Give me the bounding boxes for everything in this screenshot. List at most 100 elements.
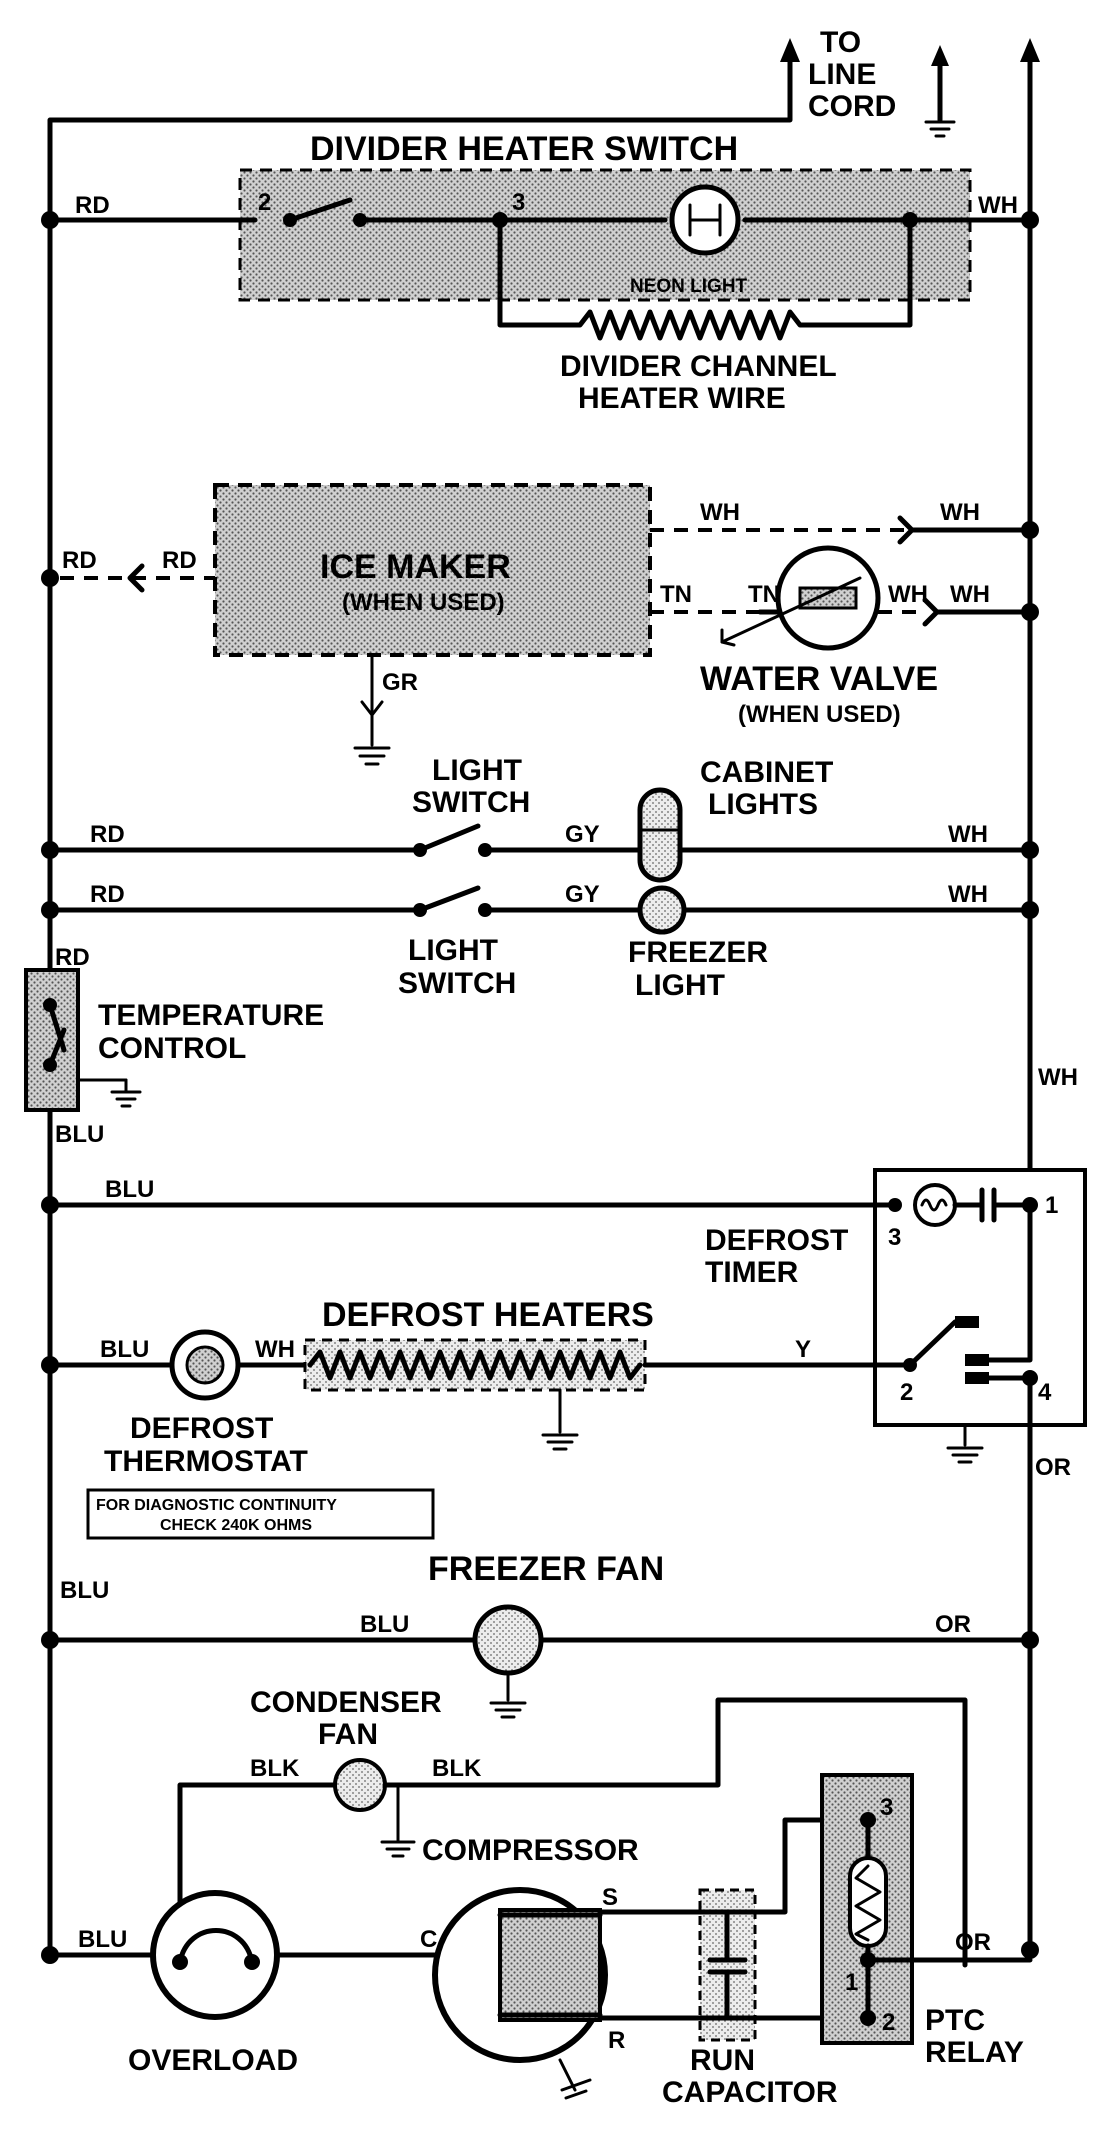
divider-wire-rd: RD xyxy=(75,192,110,219)
ice-maker-wire-rd-inner: RD xyxy=(162,547,197,574)
run-capacitor-label-1: RUN xyxy=(690,2044,755,2077)
line-cord-arrows xyxy=(780,38,1040,138)
freezer-light-label-1: FREEZER xyxy=(628,936,768,969)
freezer-light xyxy=(637,885,687,935)
ptc-relay-label-2: RELAY xyxy=(925,2036,1024,2069)
condenser-fan-label-2: FAN xyxy=(318,1718,378,1751)
diagnostic-note-1: FOR DIAGNOSTIC CONTINUITY xyxy=(96,1497,337,1514)
diagnostic-note-2: CHECK 240K OHMS xyxy=(160,1517,312,1534)
ptc-relay-terminal-1: 1 xyxy=(845,1969,858,1996)
freezer-light-label-2: LIGHT xyxy=(635,969,725,1002)
freezer-switch-label-1: LIGHT xyxy=(408,934,498,967)
to-line-cord-label-1: TO xyxy=(820,26,861,59)
diagnostic-note-box xyxy=(86,1488,435,1540)
temperature-control-label-1: TEMPERATURE xyxy=(98,999,324,1032)
ptc-relay xyxy=(820,1773,1033,2045)
cabinet-wire-gy: GY xyxy=(565,821,600,848)
water-valve-label: WATER VALVE xyxy=(700,660,938,698)
ice-maker-note: (WHEN USED) xyxy=(342,589,505,616)
divider-channel-heater-wire xyxy=(497,217,913,341)
defrost-heaters-branch xyxy=(47,1329,908,1451)
cabinet-lights xyxy=(637,787,683,883)
defrost-heaters-wire-blu: BLU xyxy=(100,1336,149,1363)
cabinet-switch-label-1: LIGHT xyxy=(432,754,522,787)
ice-maker-wire-gr: GR xyxy=(382,669,418,696)
overload-label: OVERLOAD xyxy=(128,2044,298,2077)
defrost-timer-terminal-2: 2 xyxy=(900,1379,913,1406)
defrost-timer-terminal-4: 4 xyxy=(1038,1379,1052,1406)
freezer-light-branch xyxy=(47,885,1033,935)
heater-wire-label-1: DIVIDER CHANNEL xyxy=(560,350,837,383)
defrost-thermostat-label-2: THERMOSTAT xyxy=(104,1445,308,1478)
water-valve-wire-wh-inner: WH xyxy=(888,581,928,608)
temperature-control-wire-rd: RD xyxy=(55,944,90,971)
defrost-timer-label-1: DEFROST xyxy=(705,1224,848,1257)
compressor-terminal-c: C xyxy=(420,1926,437,1953)
defrost-heaters-wire-wh: WH xyxy=(255,1336,295,1363)
run-capacitor-label-2: CAPACITOR xyxy=(662,2076,838,2109)
compressor-terminal-s: S xyxy=(602,1884,618,1911)
temperature-control-label-2: CONTROL xyxy=(98,1032,246,1065)
freezer-wire-rd: RD xyxy=(90,881,125,908)
freezer-fan-rail-wire-blu: BLU xyxy=(60,1577,109,1604)
water-valve xyxy=(720,545,1033,651)
cabinet-lights-branch xyxy=(47,787,1033,883)
divider-terminal-2: 2 xyxy=(258,189,271,216)
defrost-timer-terminal-3: 3 xyxy=(888,1224,901,1251)
cabinet-lights-label-1: CABINET xyxy=(700,756,833,789)
condenser-fan-wire-blk-left: BLK xyxy=(250,1755,300,1782)
condenser-fan-label-1: CONDENSER xyxy=(250,1686,442,1719)
freezer-wire-wh: WH xyxy=(948,881,988,908)
condenser-fan-branch xyxy=(177,1697,968,1968)
temperature-control-wire-blu: BLU xyxy=(55,1121,104,1148)
compressor-label: COMPRESSOR xyxy=(422,1834,639,1867)
compressor-terminal-r: R xyxy=(608,2027,625,2054)
divider-wire-wh: WH xyxy=(978,192,1018,219)
defrost-heaters-label: DEFROST HEATERS xyxy=(322,1296,654,1334)
to-line-cord-label-2: LINE xyxy=(808,58,876,91)
defrost-heater-element xyxy=(307,1349,643,1381)
cabinet-lights-label-2: LIGHTS xyxy=(708,788,818,821)
water-valve-note: (WHEN USED) xyxy=(738,701,901,728)
ice-maker-wire-tn: TN xyxy=(660,581,692,608)
cabinet-switch-label-2: SWITCH xyxy=(412,786,530,819)
freezer-fan-wire-or: OR xyxy=(935,1611,971,1638)
cabinet-wire-rd: RD xyxy=(90,821,125,848)
water-valve-wire-tn: TN xyxy=(748,581,780,608)
compressor xyxy=(432,1887,703,2100)
water-valve-wire-wh-right: WH xyxy=(950,581,990,608)
ptc-relay-terminal-2: 2 xyxy=(882,2009,895,2036)
freezer-wire-gy: GY xyxy=(565,881,600,908)
freezer-fan-label: FREEZER FAN xyxy=(428,1550,664,1588)
freezer-fan xyxy=(472,1604,544,1676)
defrost-timer-wire-or: OR xyxy=(1035,1454,1071,1481)
ice-maker-label: ICE MAKER xyxy=(320,548,511,586)
to-line-cord-label-3: CORD xyxy=(808,90,896,123)
defrost-timer xyxy=(47,1168,1087,1953)
freezer-fan-wire-blu: BLU xyxy=(360,1611,409,1638)
freezer-fan-branch xyxy=(47,1604,1033,1719)
heater-wire-label-2: HEATER WIRE xyxy=(578,382,786,415)
right-rail-wire-wh: WH xyxy=(1038,1064,1078,1091)
ptc-relay-terminal-3: 3 xyxy=(880,1794,893,1821)
ptc-relay-label-1: PTC xyxy=(925,2004,985,2037)
defrost-timer-wire-y: Y xyxy=(795,1336,811,1363)
overload-wire-blu: BLU xyxy=(78,1926,127,1953)
condenser-fan xyxy=(333,1758,387,1812)
defrost-thermostat-label-1: DEFROST xyxy=(130,1412,273,1445)
ptc-relay-wire-or: OR xyxy=(955,1929,991,1956)
divider-switch-label: DIVIDER HEATER SWITCH xyxy=(310,130,738,168)
ice-maker xyxy=(60,483,1033,766)
defrost-timer-wire-blu: BLU xyxy=(105,1176,154,1203)
divider-heater-switch xyxy=(47,168,1033,341)
defrost-timer-label-2: TIMER xyxy=(705,1256,799,1289)
ice-maker-wire-rd-left: RD xyxy=(62,547,97,574)
ice-maker-wire-wh-right: WH xyxy=(940,499,980,526)
defrost-timer-terminal-1: 1 xyxy=(1045,1192,1058,1219)
divider-terminal-3: 3 xyxy=(512,189,525,216)
temperature-control xyxy=(24,968,142,1112)
ice-maker-wire-wh-inner: WH xyxy=(700,499,740,526)
overload xyxy=(47,1890,453,2020)
cabinet-wire-wh: WH xyxy=(948,821,988,848)
